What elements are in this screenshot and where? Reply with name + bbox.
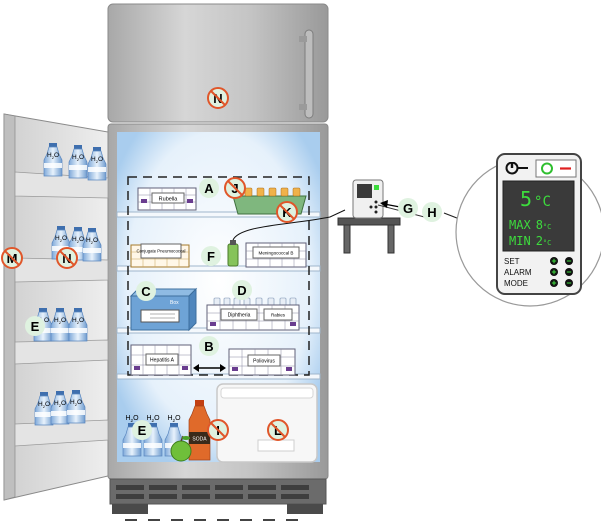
- svg-text:H2O: H2O: [47, 152, 59, 160]
- svg-text:B: B: [204, 339, 213, 354]
- marker-h: H: [422, 202, 442, 222]
- svg-text:H2O: H2O: [72, 236, 84, 244]
- marker-j: J: [224, 177, 246, 199]
- door-water-labels: H2O H2O H2O H2O H2O H2O H2O H2O H2O H2O …: [37, 152, 103, 409]
- svg-text:G: G: [403, 201, 413, 216]
- crisper-drawer[interactable]: [216, 383, 318, 463]
- basket-hepatitis: Hepatitis A: [130, 344, 192, 376]
- marker-badges: A B C D E E F G H N J K M: [1, 87, 442, 441]
- shelf-1: [116, 211, 321, 218]
- current-temperature: 5°C: [520, 187, 551, 211]
- soda-bottle: SODA: [188, 400, 211, 461]
- svg-text:H2O: H2O: [38, 401, 50, 409]
- svg-text:E: E: [31, 319, 40, 334]
- marker-n-freezer: N: [207, 87, 229, 109]
- rabies-label: Rabies: [271, 313, 286, 318]
- freezer-handle[interactable]: [304, 29, 314, 119]
- marker-c: C: [136, 281, 156, 301]
- bottom-water-bottles: H2O H2O H2O: [122, 415, 184, 457]
- svg-text:H2O: H2O: [54, 400, 66, 408]
- soda-label: SODA: [192, 437, 207, 443]
- marker-d: D: [232, 280, 252, 300]
- svg-text:F: F: [207, 249, 215, 264]
- svg-text:H2O: H2O: [54, 317, 66, 325]
- basket-diphtheria: Diphtheria Rabies: [206, 297, 300, 331]
- door-shelves: [14, 171, 109, 447]
- marker-b: B: [199, 336, 219, 356]
- water-label-bottom-3: H2O: [167, 415, 181, 423]
- foot-left: [112, 504, 148, 514]
- fridge-door-open: H2O H2O H2O H2O H2O H2O H2O H2O H2O H2O …: [3, 113, 109, 501]
- svg-text:H2O: H2O: [86, 237, 98, 245]
- safe-storage-zone: [127, 176, 310, 376]
- water-label-bottom-2: H2O: [146, 415, 160, 423]
- alarm-label: ALARM: [504, 268, 532, 277]
- marker-e-bottom: E: [132, 420, 152, 440]
- conjugate-label: Conjugate Pneumococcal: [137, 249, 186, 254]
- svg-text:H2O: H2O: [72, 317, 84, 325]
- marker-a: A: [199, 178, 219, 198]
- water-label-bottom-1: H2O: [125, 415, 139, 423]
- svg-text:H2O: H2O: [55, 235, 67, 243]
- svg-text:H2O: H2O: [72, 154, 84, 162]
- basket-meningococcal: Meningococcal B: [245, 242, 307, 268]
- marker-n-door: N: [56, 247, 78, 269]
- marker-f: F: [201, 246, 221, 266]
- set-label: SET: [504, 257, 520, 266]
- basket-poliovirus: Poliovirus: [228, 348, 296, 376]
- mode-plus-button[interactable]: [550, 279, 558, 287]
- svg-text:D: D: [237, 283, 246, 298]
- freezer-door: [107, 3, 329, 123]
- lcd-screen: [502, 180, 575, 252]
- meningococcal-label: Meningococcal B: [259, 251, 294, 256]
- foot-right: [287, 504, 323, 514]
- diphtheria-label: Diphtheria: [228, 313, 251, 319]
- poliovirus-label: Poliovirus: [253, 359, 275, 365]
- bottom-grille: [109, 478, 327, 505]
- apple: [170, 435, 192, 462]
- alarm-minus-button[interactable]: [565, 268, 573, 276]
- marker-e-door: E: [25, 316, 45, 336]
- svg-text:H2O: H2O: [91, 156, 103, 164]
- marker-l: L: [267, 419, 289, 441]
- svg-text:C: C: [141, 284, 151, 299]
- grille-slats: [116, 485, 309, 499]
- vaccine-box: Box: [129, 287, 198, 332]
- marker-i: I: [207, 419, 229, 441]
- box-label: Box: [170, 300, 179, 306]
- thermometer-probe-bottle: [227, 209, 346, 267]
- thermometer-stand: [337, 179, 437, 254]
- svg-text:H2O: H2O: [70, 399, 82, 407]
- pointer-arrow-g: [380, 200, 401, 208]
- mode-minus-button[interactable]: [565, 279, 573, 287]
- shelf-4: [116, 373, 321, 380]
- svg-text:A: A: [204, 181, 214, 196]
- shelf-2: [116, 265, 321, 272]
- mode-label: MODE: [504, 279, 528, 288]
- svg-text:E: E: [138, 423, 147, 438]
- set-plus-button[interactable]: [550, 257, 558, 265]
- basket-conjugate: Conjugate Pneumococcal: [130, 243, 190, 268]
- set-minus-button[interactable]: [565, 257, 573, 265]
- spacing-arrow: [193, 364, 226, 372]
- alarm-plus-button[interactable]: [550, 268, 558, 276]
- basket-rubella: Rubella: [137, 187, 197, 211]
- power-icon[interactable]: [505, 159, 529, 175]
- marker-m: M: [1, 247, 23, 269]
- status-indicator: [535, 159, 577, 178]
- hepatitis-label: Hepatitis A: [150, 358, 175, 364]
- marker-g: G: [398, 198, 418, 218]
- svg-text:H: H: [427, 205, 436, 220]
- rubella-label: Rubella: [159, 197, 179, 203]
- marker-k: K: [276, 201, 298, 223]
